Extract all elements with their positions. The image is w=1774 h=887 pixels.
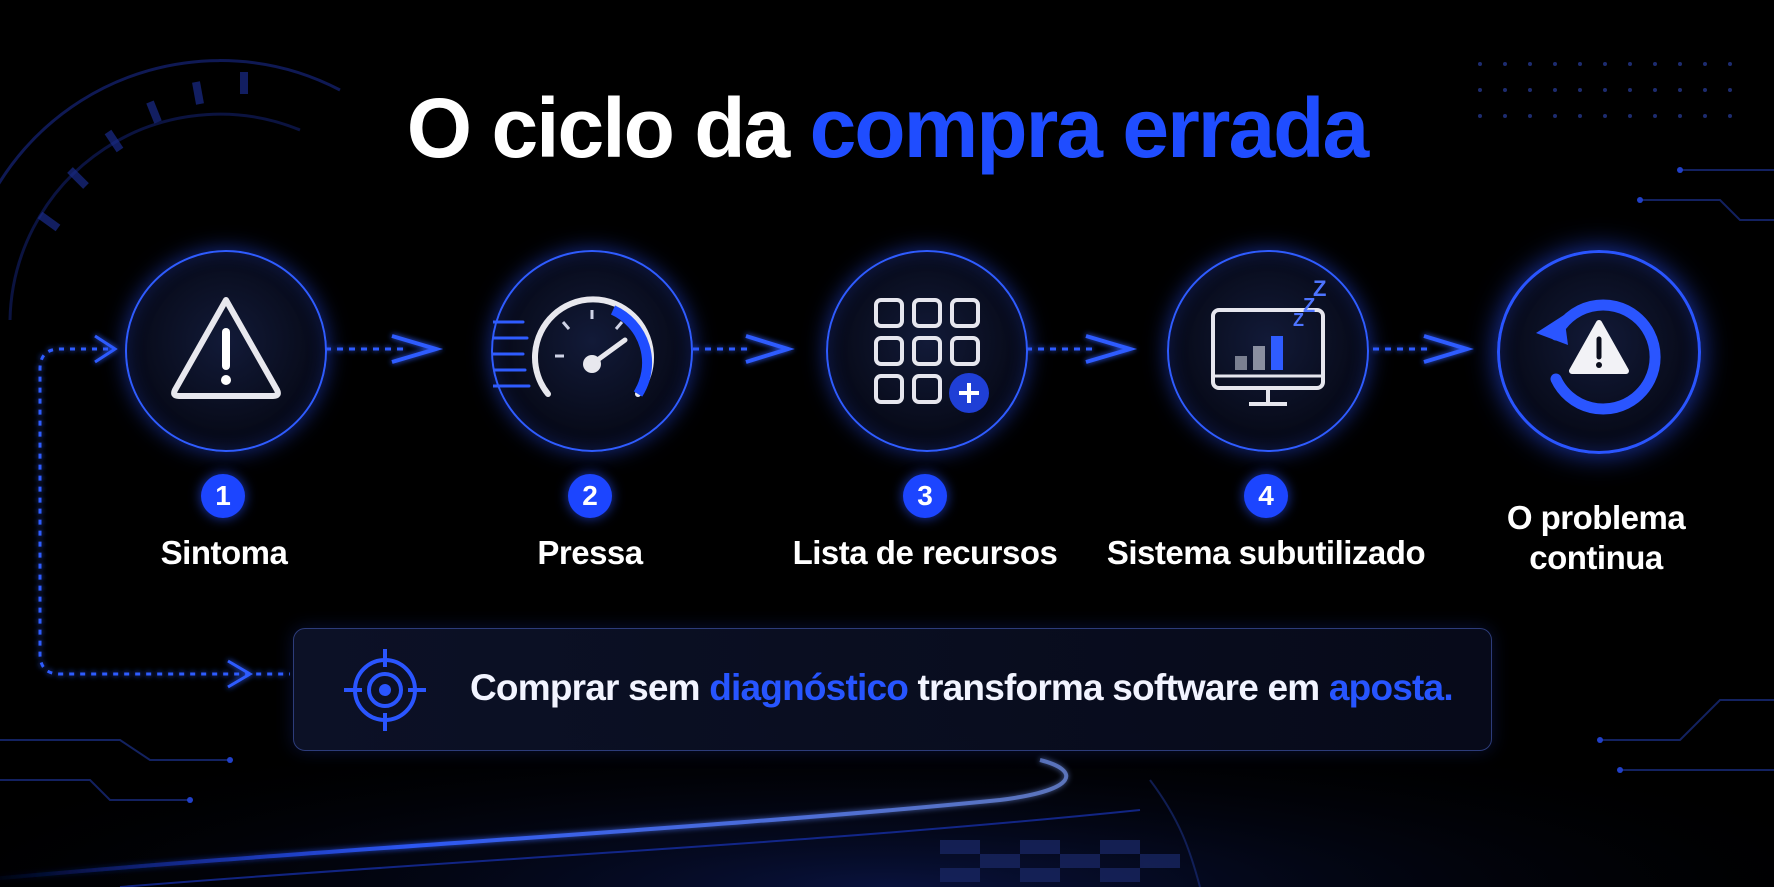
- step-5-circle: [1497, 250, 1701, 454]
- step-1-circle: [125, 250, 327, 452]
- flow-connectors: [38, 334, 1474, 689]
- warning-triangle-icon: [171, 297, 281, 399]
- conclusion-text-part2: transforma software em: [908, 667, 1329, 708]
- conclusion-banner: Comprar sem diagnóstico transforma softw…: [293, 628, 1492, 751]
- step-5-label-line1: O problema: [1506, 499, 1686, 536]
- step-3-circle: [826, 250, 1028, 452]
- title-main: O ciclo da: [406, 81, 790, 175]
- feature-grid-plus-icon: [874, 298, 989, 413]
- conclusion-highlight-aposta: aposta.: [1328, 667, 1454, 708]
- idle-monitor-chart-icon: Z Z Z: [1211, 276, 1326, 406]
- step-4-label: Sistema subutilizado: [1106, 534, 1426, 571]
- step-3-number-badge: 3: [903, 474, 947, 518]
- step-2-label: Pressa: [537, 534, 643, 571]
- svg-text:Z: Z: [1303, 295, 1315, 317]
- step-5-label: O problema continua: [1426, 498, 1766, 578]
- speedometer-icon: [493, 296, 654, 397]
- step-4-circle: Z Z Z: [1167, 250, 1369, 452]
- repeat-warning-icon: [1536, 299, 1661, 415]
- step-5-label-line2: continua: [1529, 539, 1663, 576]
- svg-text:Z: Z: [1313, 276, 1326, 301]
- page-title: O ciclo da compra errada: [0, 80, 1774, 177]
- step-1-label: Sintoma: [160, 534, 288, 571]
- svg-text:Z: Z: [1293, 310, 1304, 330]
- target-crosshair-icon: [344, 649, 426, 731]
- conclusion-highlight-diagnostico: diagnóstico: [709, 667, 909, 708]
- conclusion-text: Comprar sem diagnóstico transforma softw…: [470, 667, 1454, 709]
- title-accent: compra errada: [809, 81, 1370, 175]
- step-2-circle: [491, 250, 693, 452]
- step-3-label: Lista de recursos: [792, 534, 1058, 571]
- step-2-number-badge: 2: [568, 474, 612, 518]
- conclusion-text-part1: Comprar sem: [470, 667, 710, 708]
- step-1-number-badge: 1: [201, 474, 245, 518]
- step-4-number-badge: 4: [1244, 474, 1288, 518]
